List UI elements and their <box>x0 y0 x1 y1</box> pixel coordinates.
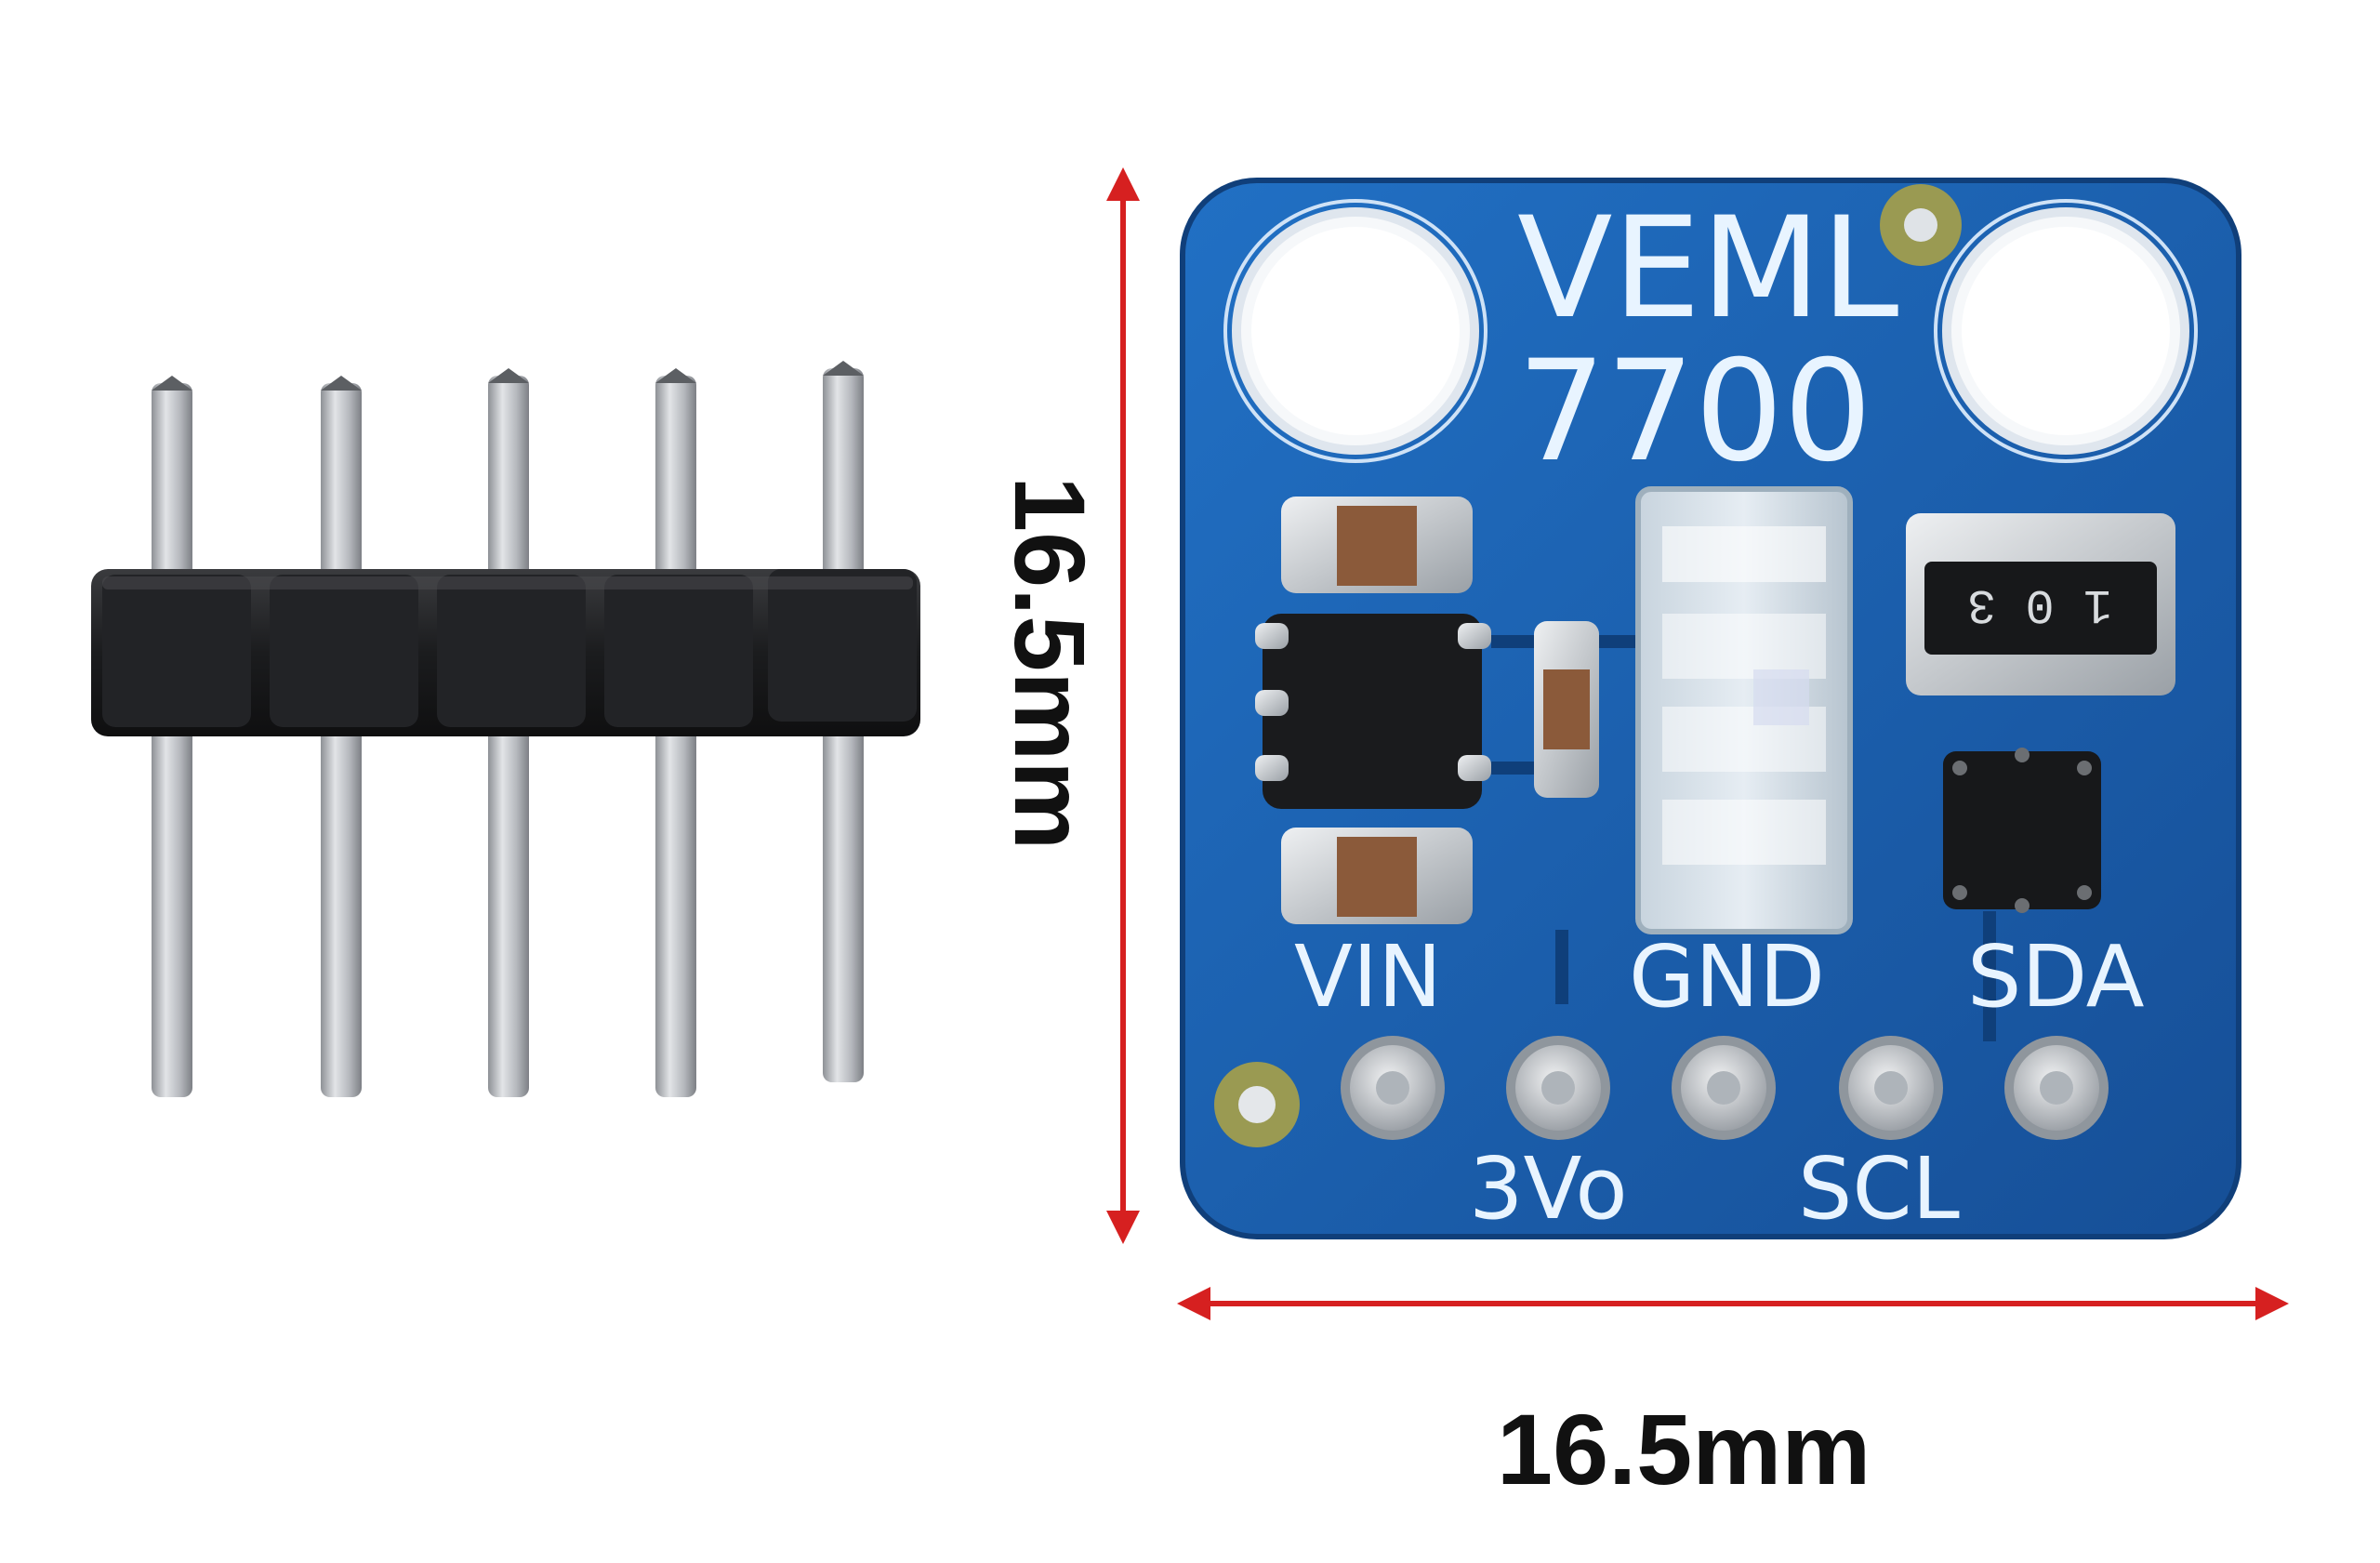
pin-label-gnd: GND <box>1629 927 1825 1027</box>
pin-label-scl: SCL <box>1798 1139 1960 1238</box>
veml7700-board: VEML 7700 <box>1180 178 2241 1239</box>
small-ic <box>1943 748 2101 913</box>
height-dimension: 16.5mm <box>994 167 1140 1244</box>
resistor-array: 1 0 3 <box>1906 513 2175 695</box>
board-title-line2: 7700 <box>1517 331 1872 493</box>
voltage-regulator <box>1255 497 1491 924</box>
header-pin <box>321 376 362 1097</box>
mounting-hole <box>1934 199 2198 463</box>
header-pin <box>152 376 192 1097</box>
pin-pad <box>1506 1036 1610 1140</box>
pin-label-vin: VIN <box>1294 927 1442 1027</box>
smd-capacitor <box>1534 621 1599 798</box>
resistor-marking: 1 0 3 <box>1967 576 2112 631</box>
pin-pad <box>1672 1036 1776 1140</box>
pin-header <box>91 361 920 1097</box>
mounting-hole <box>1223 199 1488 463</box>
width-dimension: 16.5mm <box>1177 1287 2289 1505</box>
light-sensor-chip <box>1635 486 1853 934</box>
pin-pad <box>1839 1036 1943 1140</box>
width-label: 16.5mm <box>1497 1393 1871 1505</box>
height-label: 16.5mm <box>994 476 1106 850</box>
pin-pad <box>2004 1036 2109 1140</box>
header-plastic-body <box>91 569 920 736</box>
board-title-line1: VEML <box>1517 188 1898 350</box>
pin-pad <box>1341 1036 1445 1140</box>
pin-label-sda: SDA <box>1967 927 2145 1027</box>
pin-label-3vo: 3Vo <box>1469 1139 1628 1238</box>
